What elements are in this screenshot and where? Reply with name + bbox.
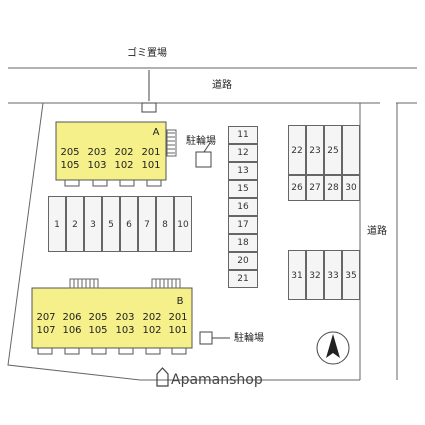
parking-space: 10 (174, 196, 192, 252)
building-b-unit-lower: 103 (115, 325, 135, 336)
parking-space: 8 (156, 196, 174, 252)
building-b-balconies (37, 347, 187, 355)
bike-parking-b (199, 331, 213, 345)
building-a-unit-upper: 201 (141, 147, 161, 158)
building-a-balconies (64, 179, 162, 187)
building-a (55, 121, 167, 181)
parking-space: 12 (228, 144, 258, 162)
parking-space: 33 (324, 250, 342, 300)
garbage-box (141, 102, 157, 113)
watermark: Apamanshop (171, 372, 263, 388)
building-a-unit-lower: 102 (114, 160, 134, 171)
building-b-unit-upper: 201 (168, 312, 188, 323)
parking-space: 31 (288, 250, 306, 300)
parking-space: 11 (228, 126, 258, 144)
building-a-unit-lower: 101 (141, 160, 161, 171)
parking-space: 28 (324, 175, 342, 201)
building-b-unit-upper: 206 (62, 312, 82, 323)
site-boundary (7, 102, 360, 381)
parking-space: 13 (228, 162, 258, 180)
building-b-unit-lower: 101 (168, 325, 188, 336)
parking-space: 21 (228, 270, 258, 288)
parking-space: 18 (228, 234, 258, 252)
building-b-unit-lower: 106 (62, 325, 82, 336)
parking-space: 26 (288, 175, 306, 201)
building-a-unit-upper: 205 (60, 147, 80, 158)
parking-space: 27 (306, 175, 324, 201)
building-a-unit-upper: 202 (114, 147, 134, 158)
parking-space: 32 (306, 250, 324, 300)
parking-space: 35 (342, 250, 360, 300)
parking-space: 15 (228, 180, 258, 198)
building-b-label: B (176, 296, 184, 307)
building-b-unit-upper: 205 (88, 312, 108, 323)
parking-space: 3 (84, 196, 102, 252)
garbage-label: ゴミ置場 (127, 48, 167, 59)
building-b-unit-upper: 207 (36, 312, 56, 323)
parking-space: 20 (228, 252, 258, 270)
building-b-unit-upper: 202 (142, 312, 162, 323)
watermark-house-icon (156, 367, 169, 387)
building-b-unit-upper: 203 (115, 312, 135, 323)
building-b (31, 287, 193, 349)
parking-space: 22 (288, 125, 306, 175)
bike-label-b: 駐輪場 (234, 333, 264, 344)
building-b-unit-lower: 107 (36, 325, 56, 336)
building-a-unit-lower: 103 (87, 160, 107, 171)
parking-space: 5 (102, 196, 120, 252)
road-top-label: 道路 (212, 80, 232, 91)
parking-space: 25 (324, 125, 342, 175)
parking-space: 1 (48, 196, 66, 252)
bike-label-a: 駐輪場 (186, 136, 216, 147)
building-a-unit-upper: 203 (87, 147, 107, 158)
building-a-label: A (152, 127, 160, 138)
parking-space (342, 125, 360, 175)
building-a-stairs (166, 129, 177, 157)
bike-parking-a (195, 151, 212, 168)
parking-space: 7 (138, 196, 156, 252)
building-a-unit-lower: 105 (60, 160, 80, 171)
parking-space: 23 (306, 125, 324, 175)
parking-space: 6 (120, 196, 138, 252)
building-b-unit-lower: 105 (88, 325, 108, 336)
building-b-unit-lower: 102 (142, 325, 162, 336)
road-right-label: 道路 (367, 226, 387, 237)
parking-space: 17 (228, 216, 258, 234)
parking-space: 2 (66, 196, 84, 252)
north-arrow-icon (316, 331, 350, 365)
parking-space: 30 (342, 175, 360, 201)
parking-space: 16 (228, 198, 258, 216)
building-b-stairs (69, 278, 181, 289)
